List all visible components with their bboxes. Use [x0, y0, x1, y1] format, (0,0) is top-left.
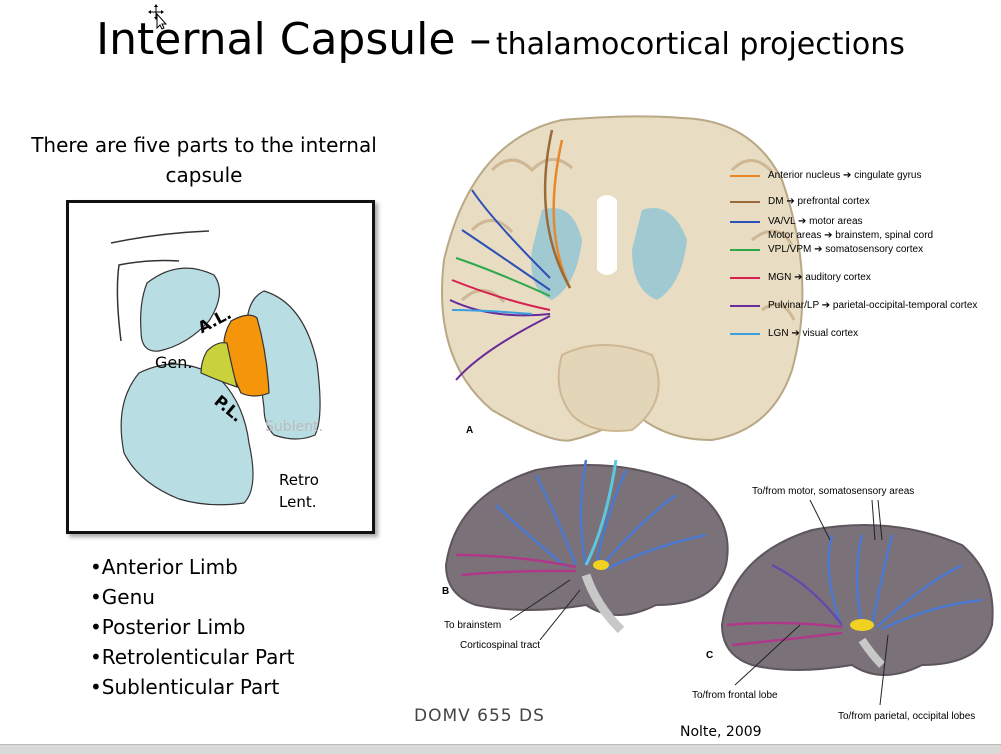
legend-item: VA/VL ➔ motor areas — [730, 216, 977, 230]
parts-list: •Anterior Limb •Genu •Posterior Limb •Re… — [90, 552, 294, 702]
label-sublenticular: Sublent. — [265, 419, 323, 435]
legend-item: Anterior nucleus ➔ cingulate gyrus — [730, 170, 977, 184]
legend-swatch — [730, 276, 760, 279]
title-subtitle: thalamocortical projections — [495, 27, 905, 62]
move-cursor-icon — [148, 4, 168, 30]
list-item: •Anterior Limb — [90, 555, 238, 579]
pointer-lines-c — [734, 499, 889, 706]
intro-text: There are five parts to the internal cap… — [31, 133, 377, 187]
legend-item: Motor areas ➔ brainstem, spinal cord — [768, 230, 934, 241]
label-genu: Gen. — [155, 353, 193, 372]
legend-swatch — [730, 304, 760, 307]
sagittal-brain-c — [720, 524, 994, 676]
right-capsule-region — [632, 208, 687, 300]
panel-label-a: A — [466, 425, 474, 436]
annot-motor-somatosensory: To/from motor, somatosensory areas — [752, 486, 915, 497]
legend-item: MGN ➔ auditory cortex — [730, 272, 977, 286]
legend-swatch — [730, 200, 760, 203]
left-capsule-region — [531, 208, 582, 300]
caudate-head — [140, 267, 220, 352]
cerebellum — [557, 344, 660, 432]
annot-to-brainstem: To brainstem — [444, 620, 502, 631]
annot-frontal-lobe: To/from frontal lobe — [692, 690, 778, 701]
fiber-pulvinar — [449, 299, 551, 317]
capsule-diagram-svg — [110, 230, 321, 506]
legend-swatch — [730, 332, 760, 335]
label-lent: Lent. — [279, 493, 317, 511]
legend-swatch — [730, 248, 760, 251]
callosum-line — [110, 230, 210, 244]
sagittal-brain-b — [444, 459, 729, 634]
gyri-lines — [460, 158, 796, 321]
projection-legend: Anterior nucleus ➔ cingulate gyrus DM ➔ … — [730, 170, 977, 342]
annot-parietal-occipital: To/from parietal, occipital lobes — [838, 711, 976, 722]
legend-item: VPL/VPM ➔ somatosensory cortex — [730, 244, 977, 258]
capsule-diagram: A.L. Gen. P.L. Sublent. Retro Lent. — [66, 200, 375, 534]
fiber-motor — [461, 229, 551, 291]
brain-outline — [441, 115, 804, 442]
legend-item: Pulvinar/LP ➔ parietal-occipital-tempora… — [730, 300, 977, 314]
panel-label-b: B — [442, 586, 450, 597]
fiber-dm — [543, 129, 572, 289]
fiber-lgn — [451, 309, 533, 315]
label-retro: Retro — [279, 471, 319, 489]
fiber-pulvinar-2 — [455, 315, 551, 381]
caudate-outline — [116, 259, 180, 342]
bottom-scrollbar[interactable] — [0, 744, 1001, 754]
genu-shape — [200, 342, 238, 388]
slide-title: Internal Capsule – thalamocortical proje… — [0, 14, 1001, 65]
legend-item: DM ➔ prefrontal cortex — [730, 196, 977, 210]
legend-item: LGN ➔ visual cortex — [730, 328, 977, 342]
fiber-va-vl — [471, 189, 551, 279]
list-item: •Posterior Limb — [90, 615, 246, 639]
citation: Nolte, 2009 — [680, 724, 762, 740]
list-item: •Retrolenticular Part — [90, 645, 295, 669]
lateral-ventricle — [597, 195, 617, 275]
list-item: •Sublenticular Part — [90, 675, 280, 699]
legend-swatch — [730, 174, 760, 177]
pointer-lines-b — [509, 579, 581, 640]
fiber-vpl — [455, 257, 551, 297]
course-code: DOMV 655 DS — [414, 706, 545, 726]
legend-swatch — [730, 220, 760, 223]
panel-label-c: C — [706, 650, 714, 661]
brain-section-image — [441, 115, 804, 442]
fiber-mgn — [451, 279, 551, 311]
annot-corticospinal: Corticospinal tract — [460, 640, 541, 651]
list-item: •Genu — [90, 585, 155, 609]
